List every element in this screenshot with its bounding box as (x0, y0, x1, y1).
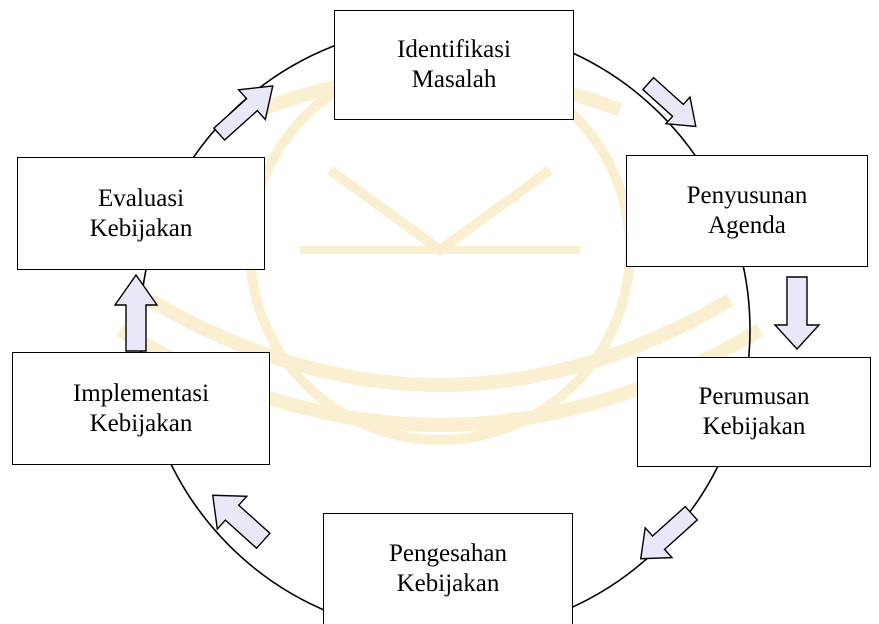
arrow-identifikasi-to-penyusunan (641, 76, 697, 128)
stage-label-line1: Implementasi (72, 379, 210, 407)
stage-label-line2: Kebijakan (89, 214, 193, 242)
stage-label-line1: Pengesahan (388, 540, 508, 567)
stage-label-line1: Evaluasi (97, 184, 185, 212)
stage-label-line2: Masalah (411, 66, 497, 93)
stage-label-line2: Kebijakan (89, 409, 193, 437)
arrow-perumusan-to-pengesahan (639, 505, 699, 560)
stage-perumusan-kebijakan: Perumusan Kebijakan (637, 357, 871, 467)
stage-label-line1: Perumusan (698, 383, 810, 410)
arrow-penyusunan-to-perumusan (773, 276, 821, 351)
stage-label-line1: Penyusunan (686, 182, 808, 209)
stage-label-line2: Agenda (708, 212, 786, 239)
arrow-pengesahan-to-implementasi (211, 494, 271, 550)
stage-label-line2: Kebijakan (396, 570, 500, 597)
stage-implementasi-kebijakan: Implementasi Kebijakan (12, 352, 270, 465)
stage-penyusunan-agenda: Penyusunan Agenda (626, 155, 868, 267)
stage-pengesahan-kebijakan: Pengesahan Kebijakan (323, 513, 573, 624)
stage-label-line1: Identifikasi (397, 36, 511, 63)
arrow-implementasi-to-evaluasi (113, 273, 159, 352)
arrow-evaluasi-to-identifikasi (212, 85, 274, 142)
stage-evaluasi-kebijakan: Evaluasi Kebijakan (17, 157, 265, 270)
stage-identifikasi-masalah: Identifikasi Masalah (334, 10, 574, 120)
stage-label-line2: Kebijakan (702, 413, 806, 440)
